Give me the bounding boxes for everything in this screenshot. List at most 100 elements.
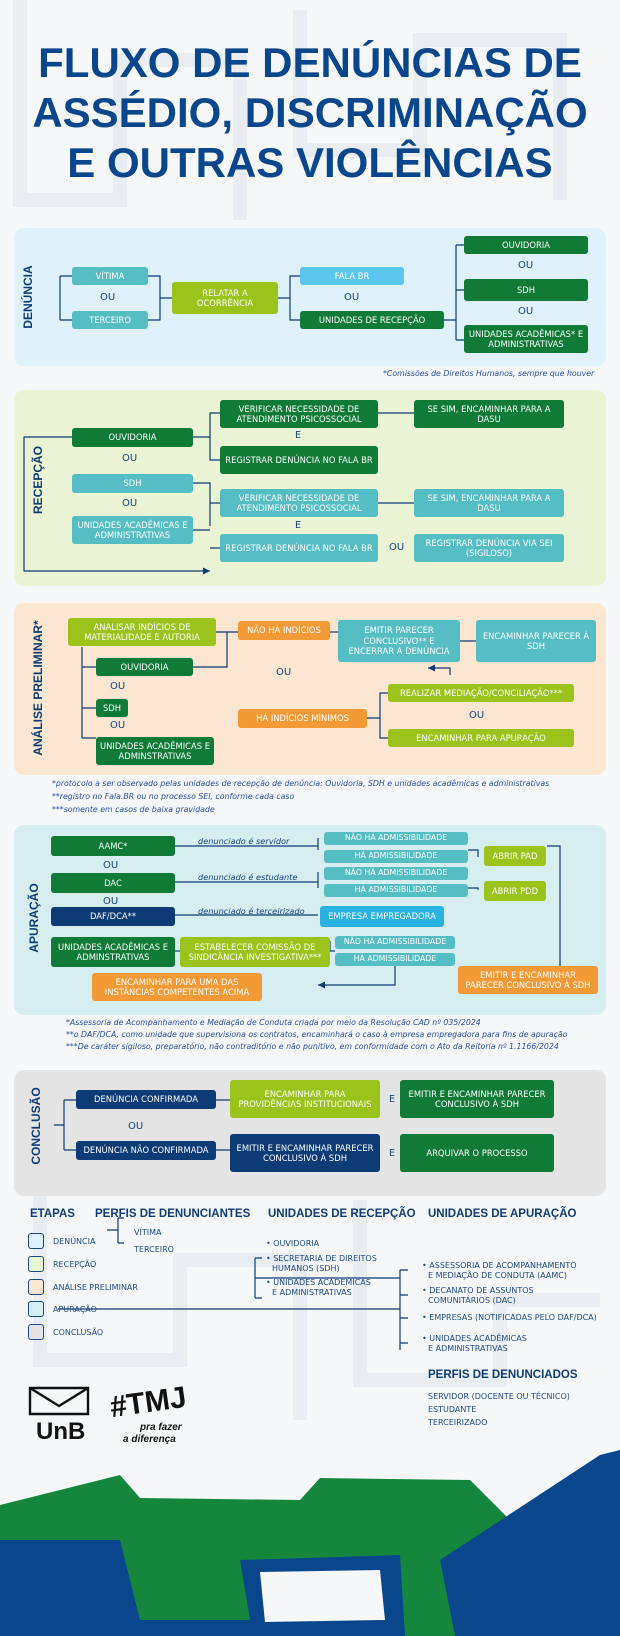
box-sdh: SDH — [96, 699, 128, 717]
unb-logo-icon — [28, 1386, 90, 1416]
legend-etapa-recepcao: RECEPÇÃO — [53, 1260, 97, 1269]
unb-logo-text: UnB — [36, 1418, 86, 1445]
legend-apuracao-7: E ADMINISTRATIVAS — [428, 1344, 508, 1353]
legend-swatch-analise — [28, 1279, 44, 1295]
legend-swatch-apuracao — [28, 1301, 44, 1317]
label-apuracao: APURAÇÃO — [27, 883, 41, 953]
text-ou: OU — [110, 681, 126, 692]
legend-etapa-apuracao: APURAÇÃO — [53, 1305, 97, 1314]
legend-denunciados-heading: PERFIS DE DENUNCIADOS — [428, 1369, 578, 1381]
text-ou: OU — [344, 292, 360, 303]
text-e: E — [295, 430, 302, 441]
box-nao-confirmada: DENÚNCIA NÃO CONFIRMADA — [76, 1141, 216, 1160]
box-ha-adm-1: HÁ ADMISSIBILIDADE — [324, 850, 468, 863]
legend-perfil-terceiro: TERCEIRO — [134, 1245, 174, 1254]
box-encaminhar-instancias: ENCAMINHAR PARA UMA DAS INSTÂNCIAS COMPE… — [92, 973, 262, 1001]
label-recepcao: RECEPÇÃO — [31, 445, 45, 515]
note-apuracao-3: ***De caráter sigiloso, preparatório, nã… — [66, 1042, 559, 1051]
box-empresa: EMPRESA EMPREGADORA — [320, 906, 444, 927]
legend-recepcao-3: HUMANOS (SDH) — [272, 1264, 340, 1273]
text-ou: OU — [110, 720, 126, 731]
box-daf-dca: DAF/DCA** — [51, 907, 175, 926]
box-verificar-1: VERIFICAR NECESSIDADE DE ATENDIMENTO PSI… — [220, 400, 378, 428]
legend-recepcao-5: E ADMINISTRATIVAS — [272, 1288, 352, 1297]
text-e: E — [389, 1148, 396, 1159]
text-terceirizado: denunciado é terceirizado — [198, 906, 305, 916]
box-ha-adm-3: HÁ ADMISSIBILIDADE — [335, 953, 455, 966]
box-mediacao: REALIZAR MEDIAÇÃO/CONCILIAÇÃO*** — [388, 684, 574, 702]
legend-etapa-conclusao: CONCLUSÃO — [53, 1328, 104, 1337]
text-ou: OU — [103, 860, 119, 871]
box-ouvidoria: OUVIDORIA — [464, 236, 588, 254]
box-emitir: EMITIR E ENCAMINHAR PARECER CONCLUSIVO À… — [400, 1080, 554, 1118]
text-e: E — [389, 1094, 396, 1105]
legend-etapa-analise: ANÁLISE PRELIMINAR — [53, 1283, 138, 1292]
text-e: E — [295, 520, 302, 531]
box-relatar: RELATAR A OCORRÊNCIA — [172, 282, 278, 314]
text-ou: OU — [518, 306, 534, 317]
legend-perfil-vitima: VÍTIMA — [134, 1228, 162, 1237]
box-abrir-pdd: ABRIR PDD — [484, 881, 546, 901]
label-conclusao: CONCLUSÃO — [29, 1087, 43, 1165]
legend-swatch-recepcao — [28, 1256, 44, 1272]
box-confirmada: DENÚNCIA CONFIRMADA — [76, 1090, 216, 1109]
legend-recepcao-2: • SECRETARIA DE DIREITOS — [266, 1254, 377, 1263]
text-ou: OU — [100, 292, 116, 303]
note-analise-2: **registro no Fala.BR ou no processo SEI… — [52, 792, 295, 801]
box-arquivar: ARQUIVAR O PROCESSO — [400, 1134, 554, 1172]
text-ou: OU — [389, 542, 405, 553]
text-ou: OU — [103, 896, 119, 907]
legend-etapas-heading: ETAPAS — [30, 1208, 75, 1220]
box-aamc: AAMC* — [51, 836, 175, 856]
note-apuracao-2: **o DAF/DCA, como unidade que supervisio… — [66, 1030, 568, 1039]
box-registrar-1: REGISTRAR DENÚNCIA NO FALA BR — [220, 446, 378, 474]
legend-denunciado-3: TERCEIRIZADO — [428, 1418, 488, 1427]
legend-swatch-denuncia — [28, 1233, 44, 1249]
box-unidades: UNIDADES ACADÊMICAS E ADMINSTRATIVAS — [51, 937, 175, 967]
box-fala-br: FALA BR — [300, 267, 404, 285]
legend-recepcao-1: • OUVIDORIA — [266, 1239, 320, 1248]
box-providencias: ENCAMINHAR PARA PROVIDÊNCIAS INSTITUCION… — [230, 1080, 380, 1118]
text-ou: OU — [122, 453, 138, 464]
box-ha-adm-2: HÁ ADMISSIBILIDADE — [324, 884, 468, 897]
box-vitima: VÍTIMA — [72, 267, 148, 285]
text-estudante: denunciado é estudante — [198, 872, 298, 882]
box-unidades: UNIDADES ACADÊMICAS E ADMINISTRATIVAS — [72, 516, 193, 544]
legend-perfis-heading: PERFIS DE DENUNCIANTES — [95, 1208, 251, 1220]
label-analise: ANÁLISE PRELIMINAR* — [31, 620, 45, 756]
box-se-sim-2: SE SIM, ENCAMINHAR PARA A DASU — [414, 489, 564, 517]
box-nao-adm-1: NÃO HÁ ADMISSIBILIDADE — [324, 832, 468, 845]
box-nao-adm-3: NÃO HÁ ADMISSIBILIDADE — [335, 936, 455, 949]
box-unidades-recepcao: UNIDADES DE RECEPÇÃO — [300, 311, 444, 329]
box-unidades: UNIDADES ACADÊMICAS E ADMINSTRATIVAS — [96, 737, 214, 765]
box-emitir-parecer: EMITIR PARECER CONCLUSIVO** E ENCERRAR A… — [338, 620, 460, 662]
note-denuncia: *Comissões de Direitos Humanos, sempre q… — [383, 369, 595, 378]
legend-apuracao-2: E MEDIAÇÃO DE CONDUTA (AAMC) — [428, 1271, 567, 1280]
box-ouvidoria: OUVIDORIA — [96, 658, 193, 676]
text-servidor: denunciado é servidor — [198, 836, 290, 846]
legend-apuracao-1: • ASSESSORIA DE ACOMPANHAMENTO — [422, 1261, 577, 1270]
box-encaminhar-parecer: ENCAMINHAR PARECER À SDH — [476, 620, 596, 662]
box-ha-indicios-minimos: HÁ INDÍCIOS MÍNIMOS — [238, 709, 367, 728]
box-analisar: ANALISAR INDÍCIOS DE MATERIALIDADE E AUT… — [68, 618, 216, 646]
legend-denunciado-1: SERVIDOR (DOCENTE OU TÉCNICO) — [428, 1392, 570, 1401]
box-sdh: SDH — [72, 474, 193, 493]
note-apuracao-1: *Assessoria de Acompanhamento e Mediação… — [66, 1018, 481, 1027]
box-registrar-2: REGISTRAR DENÚNCIA NO FALA BR — [220, 534, 378, 562]
box-dac: DAC — [51, 873, 175, 893]
legend-apuracao-heading: UNIDADES DE APURAÇÃO — [428, 1208, 577, 1220]
legend-swatch-conclusao — [28, 1324, 44, 1340]
box-unidades-academicas: UNIDADES ACADÊMICAS* E ADMINISTRATIVAS — [464, 325, 588, 353]
text-ou: OU — [518, 260, 534, 271]
legend-apuracao-6: • UNIDADES ACADÊMICAS — [422, 1334, 527, 1343]
text-ou: OU — [128, 1121, 144, 1132]
legend-apuracao-3: • DECANATO DE ASSUNTOS — [422, 1286, 534, 1295]
box-nao-ha-indicios: NÃO HÁ INDÍCIOS — [238, 621, 330, 640]
box-encaminhar-apuracao: ENCAMINHAR PARA APURAÇÃO — [388, 729, 574, 747]
box-emitir-2: EMITIR E ENCAMINHAR PARECER CONCLUSIVO À… — [230, 1134, 380, 1172]
legend-apuracao-4: COMUNITÁRIOS (DAC) — [428, 1296, 516, 1305]
box-emitir-encaminhar: EMITIR E ENCAMINHAR PARECER CONCLUSIVO À… — [458, 966, 598, 994]
box-comissao: ESTABELECER COMISSÃO DE SINDICÂNCIA INVE… — [180, 937, 330, 967]
legend-apuracao-5: • EMPRESAS (NOTIFICADAS PELO DAF/DCA) — [422, 1313, 597, 1322]
